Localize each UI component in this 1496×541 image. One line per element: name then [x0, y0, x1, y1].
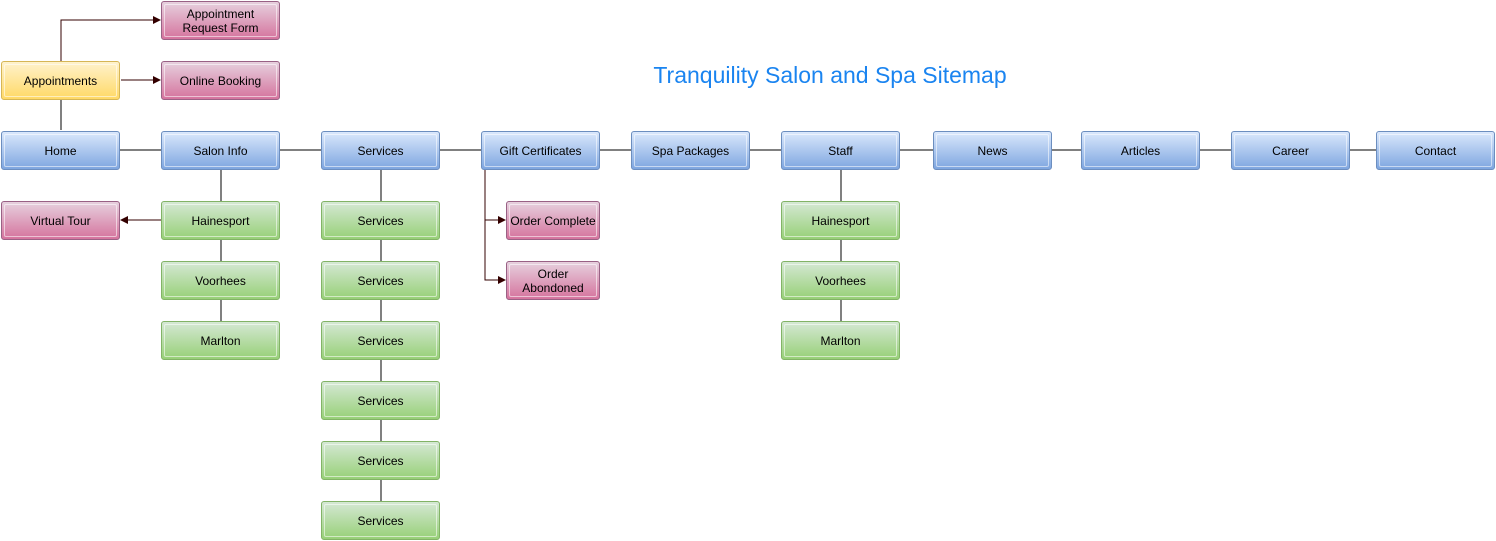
- staff-voorhees-node[interactable]: Voorhees: [781, 261, 900, 300]
- appointment-request-arrow: [60, 16, 161, 61]
- services-child-node[interactable]: Services: [321, 381, 440, 420]
- services-child-node[interactable]: Services: [321, 321, 440, 360]
- staff-marlton-node[interactable]: Marlton: [781, 321, 900, 360]
- services-child-node[interactable]: Services: [321, 201, 440, 240]
- services-child-node[interactable]: Services: [321, 261, 440, 300]
- order-complete-arrow: [484, 170, 506, 224]
- salon-marlton-node[interactable]: Marlton: [161, 321, 280, 360]
- contact-node[interactable]: Contact: [1376, 131, 1495, 170]
- news-node[interactable]: News: [933, 131, 1052, 170]
- staff-hainesport-node[interactable]: Hainesport: [781, 201, 900, 240]
- salon-voorhees-node[interactable]: Voorhees: [161, 261, 280, 300]
- order-complete-node[interactable]: Order Complete: [506, 201, 600, 240]
- salon-hainesport-node[interactable]: Hainesport: [161, 201, 280, 240]
- appointment-request-form-node[interactable]: Appointment Request Form: [161, 1, 280, 40]
- online-booking-node[interactable]: Online Booking: [161, 61, 280, 100]
- salon-info-node[interactable]: Salon Info: [161, 131, 280, 170]
- services-node[interactable]: Services: [321, 131, 440, 170]
- appointments-node[interactable]: Appointments: [1, 61, 120, 100]
- home-node[interactable]: Home: [1, 131, 120, 170]
- virtual-tour-node[interactable]: Virtual Tour: [1, 201, 120, 240]
- services-child-node[interactable]: Services: [321, 501, 440, 540]
- page-title: Tranquility Salon and Spa Sitemap: [653, 62, 1007, 88]
- order-abandoned-arrow: [484, 220, 506, 284]
- staff-node[interactable]: Staff: [781, 131, 900, 170]
- career-node[interactable]: Career: [1231, 131, 1350, 170]
- articles-node[interactable]: Articles: [1081, 131, 1200, 170]
- gift-certificates-node[interactable]: Gift Certificates: [481, 131, 600, 170]
- spa-packages-node[interactable]: Spa Packages: [631, 131, 750, 170]
- order-abandoned-node[interactable]: Order Abondoned: [506, 261, 600, 300]
- services-child-node[interactable]: Services: [321, 441, 440, 480]
